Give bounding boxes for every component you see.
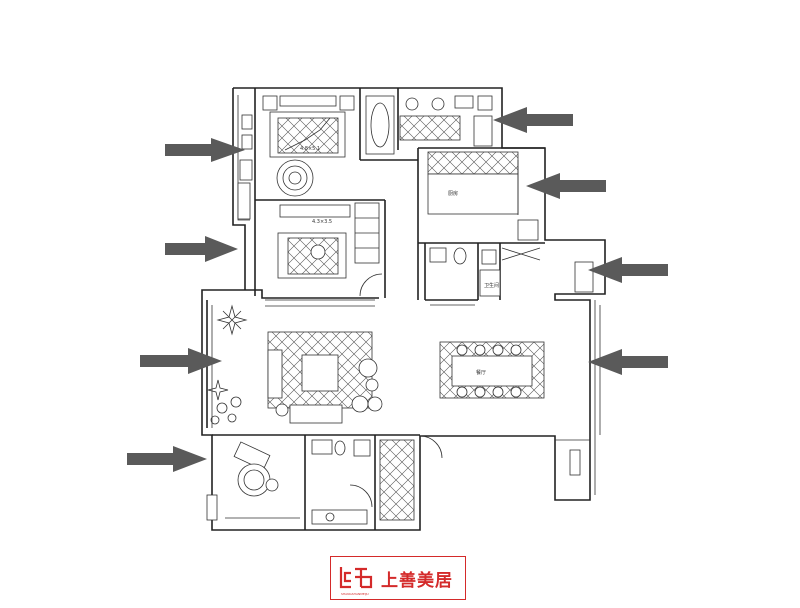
kitchen: 厨房 [427,151,539,241]
arrow-left-icon [526,173,606,199]
annotation-arrows [127,107,668,472]
arrow-left-icon [493,107,573,133]
arrow-left-icon [588,349,668,375]
brand-logo: 上善美居 SHANGSHANMEIJU [330,556,466,600]
second-bed-size: 4.3×3.5 [312,219,332,225]
arrow-right-icon [140,348,222,374]
living-room [267,331,383,424]
study-room [206,441,300,521]
corridor [265,299,475,307]
small-bath: 卫生间 [429,247,594,297]
kitchen-label: 厨房 [448,190,458,197]
dining-area: 餐厅 [439,341,545,399]
interior-walls [212,88,545,530]
second-bedroom: 4.3×3.5 4.8×5.1 [277,146,383,297]
bath-label: 卫生间 [484,282,499,289]
master-bedroom [237,95,355,220]
master-bath [365,95,493,155]
arrow-left-icon [588,257,668,283]
master-bed-size: 4.8×5.1 [300,146,320,152]
logo-mark-icon [339,567,373,589]
arrow-right-icon [165,138,245,162]
brand-name: 上善美居 [381,570,453,591]
plants [207,304,248,425]
arrow-right-icon [127,446,207,472]
dining-label: 餐厅 [476,369,486,376]
arrow-right-icon [165,236,238,262]
lower-bath [311,435,590,525]
brand-subtitle: SHANGSHANMEIJU [341,592,369,596]
